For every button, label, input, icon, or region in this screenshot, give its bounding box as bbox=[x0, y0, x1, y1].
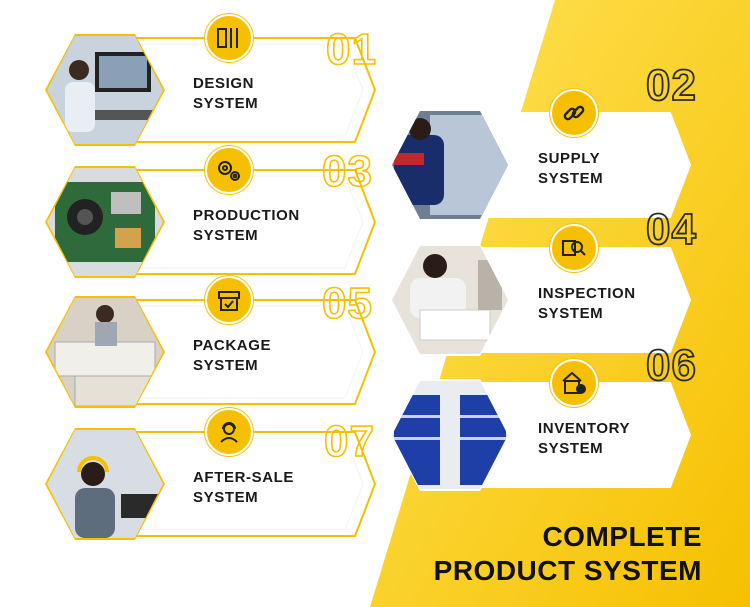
card-shape bbox=[104, 37, 377, 143]
warehouse-worker-photo bbox=[390, 105, 510, 225]
card-shape bbox=[104, 299, 377, 405]
inventory-shelves-photo bbox=[390, 375, 510, 495]
designer-at-computer-photo bbox=[45, 30, 165, 150]
packaging-boxes-photo bbox=[45, 292, 165, 412]
headline: COMPLETE PRODUCT SYSTEM bbox=[434, 520, 702, 588]
step-number: 02 bbox=[645, 61, 697, 110]
step-number: 06 bbox=[645, 341, 697, 390]
design-tools-icon bbox=[205, 14, 253, 62]
warehouse-building-icon bbox=[550, 359, 598, 407]
inspection-worker-photo bbox=[390, 240, 510, 360]
chain-link-icon bbox=[550, 89, 598, 137]
card-shape bbox=[104, 431, 377, 537]
headline-line2: PRODUCT SYSTEM bbox=[433, 555, 702, 586]
support-agent-icon bbox=[205, 408, 253, 456]
circuit-board-photo bbox=[45, 162, 165, 282]
step-number: 05 bbox=[321, 279, 373, 328]
step-number: 07 bbox=[323, 417, 375, 466]
magnifier-inspection-icon bbox=[550, 224, 598, 272]
step-number: 01 bbox=[325, 25, 377, 74]
step-number: 04 bbox=[645, 205, 697, 254]
gears-icon bbox=[205, 146, 253, 194]
package-box-icon bbox=[205, 276, 253, 324]
headline-line1: COMPLETE bbox=[542, 521, 702, 552]
call-center-photo bbox=[45, 424, 165, 544]
card-shape bbox=[104, 169, 377, 275]
step-number: 03 bbox=[321, 147, 373, 196]
